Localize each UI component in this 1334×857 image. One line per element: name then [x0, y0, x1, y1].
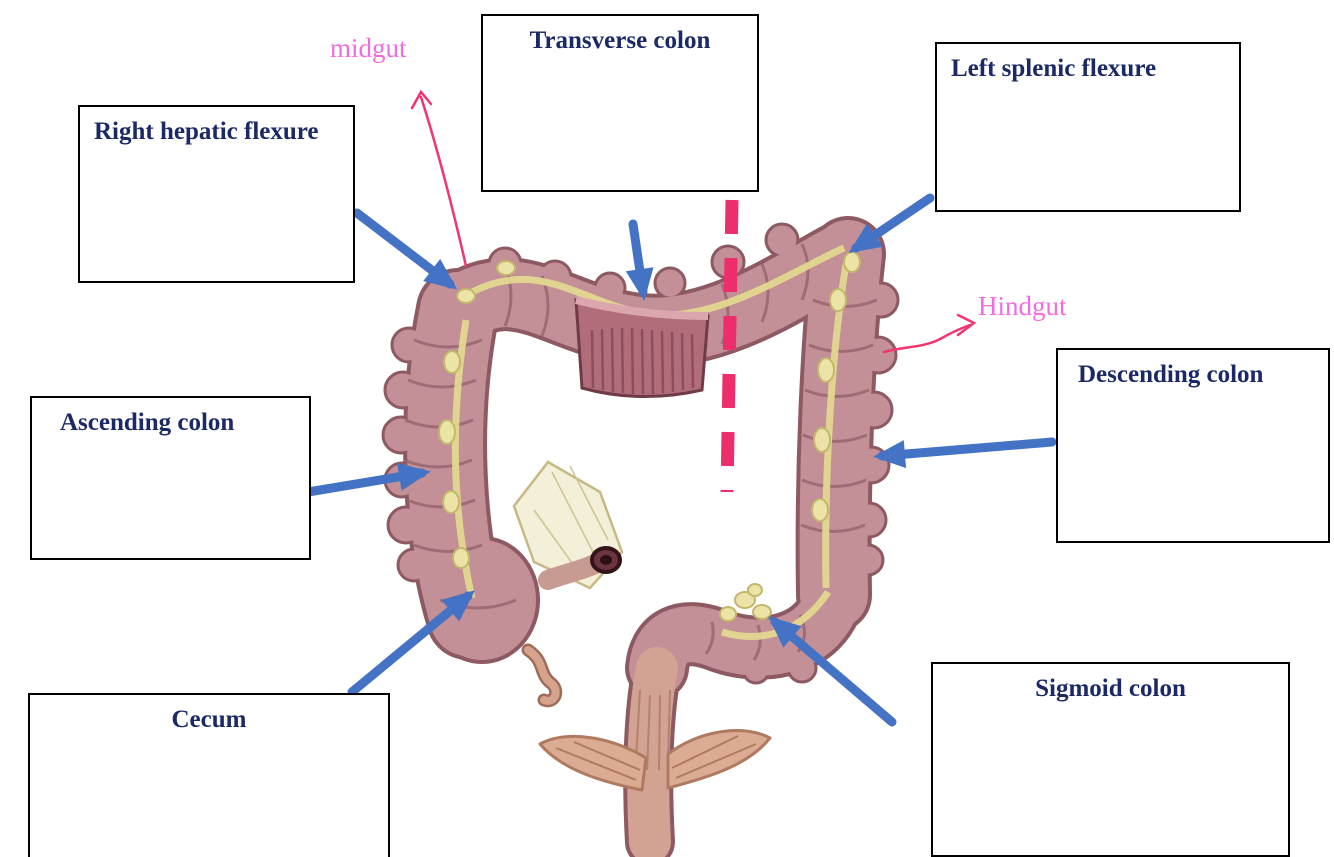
label-text-left-splenic-flexure: Left splenic flexure [951, 55, 1157, 82]
ileum-and-mesentery [512, 460, 624, 590]
label-text-sigmoid-colon: Sigmoid colon [1035, 675, 1186, 702]
arrow-sigmoid-colon [768, 616, 897, 727]
label-box-cecum[interactable]: Cecum [28, 693, 390, 857]
arrow-right-hepatic-flexure [352, 208, 458, 290]
pointer-arrows [303, 193, 1057, 727]
label-box-left-splenic-flexure[interactable]: Left splenic flexure [935, 42, 1241, 212]
transverse-colon-cutaway [574, 296, 710, 398]
label-box-descending-colon[interactable]: Descending colon [1056, 348, 1330, 543]
appendix-shape [521, 643, 563, 708]
label-box-ascending-colon[interactable]: Ascending colon [30, 396, 311, 560]
arrow-descending-colon [873, 437, 1057, 469]
rectum-and-pelvic-floor [538, 647, 772, 857]
label-text-descending-colon: Descending colon [1078, 361, 1264, 388]
annotation-hindgut: Hindgut [978, 291, 1067, 321]
hindgut-pointer [882, 313, 977, 354]
arrow-left-splenic-flexure [848, 193, 935, 254]
label-text-ascending-colon: Ascending colon [60, 409, 235, 436]
annotation-midgut: midgut [330, 33, 407, 63]
midgut-pointer [410, 89, 468, 268]
colon-illustration [381, 216, 900, 857]
arrow-ascending-colon [303, 462, 431, 497]
label-box-sigmoid-colon[interactable]: Sigmoid colon [931, 662, 1290, 857]
epiploic-appendages [438, 251, 861, 622]
label-text-cecum: Cecum [171, 706, 247, 733]
label-text-transverse-colon: Transverse colon [529, 27, 711, 54]
label-box-transverse-colon[interactable]: Transverse colon [481, 14, 759, 192]
arrow-cecum [347, 590, 475, 697]
label-text-right-hepatic-flexure: Right hepatic flexure [94, 118, 319, 145]
arrow-transverse-colon [625, 219, 654, 301]
midgut-hindgut-divider [720, 141, 740, 493]
label-box-right-hepatic-flexure[interactable]: Right hepatic flexure [78, 105, 355, 283]
